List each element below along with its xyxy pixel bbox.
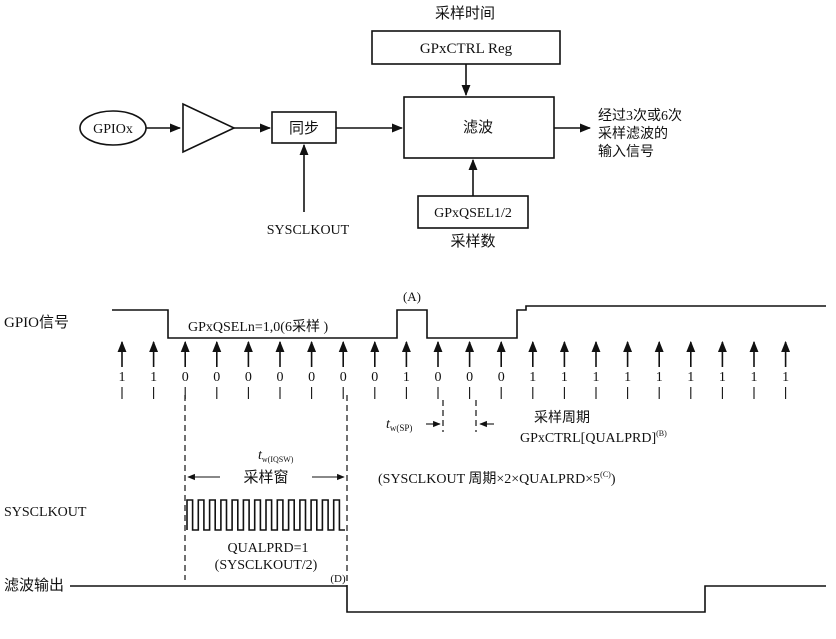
sysclkout-clock-waveform — [186, 499, 345, 531]
sample-arrows: 1 1 0 0 0 0 0 0 0 1 0 0 0 1 1 1 1 1 1 1 1 1 — [117, 340, 791, 399]
qualprd-ref: GPxCTRL[QUALPRD](B) — [520, 429, 667, 446]
qsel-note: GPxQSELn=1,0(6采样 ) — [188, 319, 328, 335]
filter-label: 滤波 — [463, 119, 493, 136]
tw-sp-label: tw(SP) — [386, 417, 412, 433]
sample-count-label: 采样数 — [450, 233, 495, 250]
sysclkout-row-label: SYSCLKOUT — [4, 505, 87, 520]
marker-d: (D) — [330, 573, 346, 585]
sync-label: 同步 — [289, 120, 319, 137]
sample-value: 1 — [119, 370, 126, 385]
sample-value: 0 — [182, 370, 189, 385]
sample-period-label: 采样周期 — [534, 410, 590, 426]
qualprd-line-2: (SYSCLKOUT/2) — [215, 558, 318, 573]
sample-value: 1 — [751, 370, 758, 385]
input-buffer-triangle — [182, 102, 236, 154]
sample-value: 0 — [245, 370, 252, 385]
qualprd-line-1: QUALPRD=1 — [227, 541, 308, 556]
sample-value: 1 — [782, 370, 789, 385]
gpio-signal-label: GPIO信号 — [4, 314, 69, 331]
ctrl-reg-box — [371, 30, 561, 65]
sample-value: 1 — [593, 370, 600, 385]
filtered-output-line-1: 经过3次或6次 — [598, 108, 682, 124]
filter-output-waveform — [70, 585, 826, 613]
sample-value: 1 — [561, 370, 568, 385]
sample-time-label: 采样时间 — [435, 5, 495, 22]
sample-window-label: 采样窗 — [243, 468, 288, 486]
filtered-output-line-2: 采样滤波的 — [598, 126, 668, 142]
sample-value: 0 — [435, 370, 442, 385]
sample-value: 1 — [687, 370, 694, 385]
sample-value: 0 — [213, 370, 220, 385]
sample-value: 0 — [308, 370, 315, 385]
sample-value: 1 — [150, 370, 157, 385]
gpio-waveform — [112, 305, 826, 339]
sample-value: 0 — [498, 370, 505, 385]
filter-output-label: 滤波输出 — [4, 577, 64, 594]
filtered-output-line-3: 输入信号 — [598, 144, 654, 160]
marker-a: (A) — [403, 289, 421, 304]
sample-value: 0 — [371, 370, 378, 385]
tw-iqsw-label: tw(IQSW) — [258, 448, 294, 464]
sysclk-input-label: SYSCLKOUT — [267, 223, 350, 238]
sample-value: 0 — [466, 370, 473, 385]
sample-value: 1 — [529, 370, 536, 385]
qsel-box — [417, 195, 529, 229]
sample-value: 1 — [656, 370, 663, 385]
window-formula: (SYSCLKOUT 周期×2×QUALPRD×5(C)) — [378, 470, 616, 487]
sample-value: 1 — [719, 370, 726, 385]
sample-value: 0 — [340, 370, 347, 385]
ctrl-reg-label: GPxCTRL Reg — [420, 41, 513, 57]
qsel-label: GPxQSEL1/2 — [434, 206, 512, 221]
gpiox-label: GPIOx — [93, 122, 133, 137]
sample-value: 1 — [624, 370, 631, 385]
sample-value: 1 — [403, 370, 410, 385]
sample-value: 0 — [277, 370, 284, 385]
